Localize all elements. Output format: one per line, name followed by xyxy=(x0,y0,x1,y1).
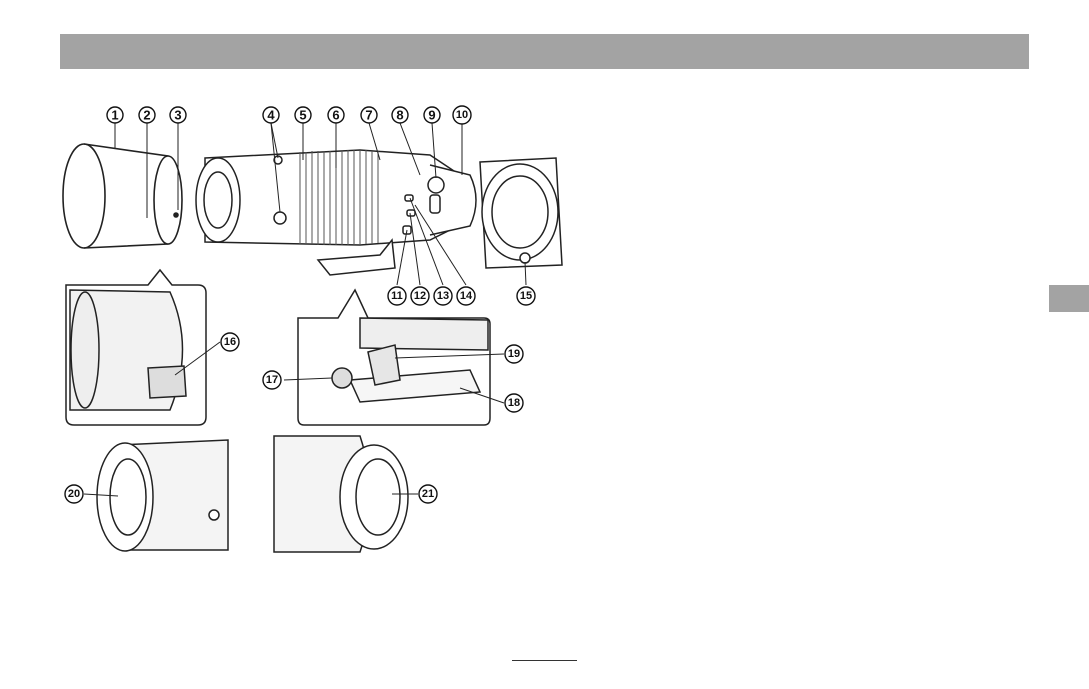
rear-cap-illustration xyxy=(274,436,408,552)
svg-text:20: 20 xyxy=(68,488,80,500)
callout-20: 20 xyxy=(65,485,83,503)
svg-text:4: 4 xyxy=(267,108,275,123)
callout-15: 15 xyxy=(517,287,535,305)
callout-13: 13 xyxy=(434,287,452,305)
svg-text:9: 9 xyxy=(428,108,435,123)
svg-text:21: 21 xyxy=(422,488,434,500)
svg-text:1: 1 xyxy=(111,108,118,123)
lens-hood-illustration xyxy=(63,144,182,248)
svg-text:18: 18 xyxy=(508,397,520,409)
callout-16: 16 xyxy=(221,333,239,351)
callout-21: 21 xyxy=(419,485,437,503)
svg-text:16: 16 xyxy=(224,336,236,348)
svg-text:15: 15 xyxy=(520,290,532,302)
page-number-rule xyxy=(512,660,577,661)
callout-14: 14 xyxy=(457,287,475,305)
svg-text:2: 2 xyxy=(143,108,150,123)
callout-2: 2 xyxy=(139,107,155,123)
svg-text:12: 12 xyxy=(414,290,426,302)
tripod-detail-panel xyxy=(298,290,490,425)
callout-10: 10 xyxy=(453,106,471,124)
callout-4: 4 xyxy=(263,107,279,123)
callout-3: 3 xyxy=(170,107,186,123)
svg-text:19: 19 xyxy=(508,348,520,360)
callout-17: 17 xyxy=(263,371,281,389)
svg-text:6: 6 xyxy=(332,108,339,123)
svg-text:8: 8 xyxy=(396,108,403,123)
callout-8: 8 xyxy=(392,107,408,123)
callout-11: 11 xyxy=(388,287,406,305)
callout-6: 6 xyxy=(328,107,344,123)
svg-text:3: 3 xyxy=(174,108,181,123)
svg-text:13: 13 xyxy=(437,290,449,302)
rear-mount-illustration xyxy=(480,158,562,268)
hood-detail-panel xyxy=(66,270,206,425)
callout-18: 18 xyxy=(505,394,523,412)
lens-body-illustration xyxy=(196,150,476,275)
callout-1: 1 xyxy=(107,107,123,123)
svg-text:14: 14 xyxy=(460,290,473,302)
svg-text:7: 7 xyxy=(365,108,372,123)
callout-19: 19 xyxy=(505,345,523,363)
svg-text:10: 10 xyxy=(456,109,468,121)
svg-text:5: 5 xyxy=(299,108,306,123)
callout-7: 7 xyxy=(361,107,377,123)
callout-5: 5 xyxy=(295,107,311,123)
callout-9: 9 xyxy=(424,107,440,123)
callout-12: 12 xyxy=(411,287,429,305)
svg-text:11: 11 xyxy=(391,290,403,302)
svg-text:17: 17 xyxy=(266,374,278,386)
